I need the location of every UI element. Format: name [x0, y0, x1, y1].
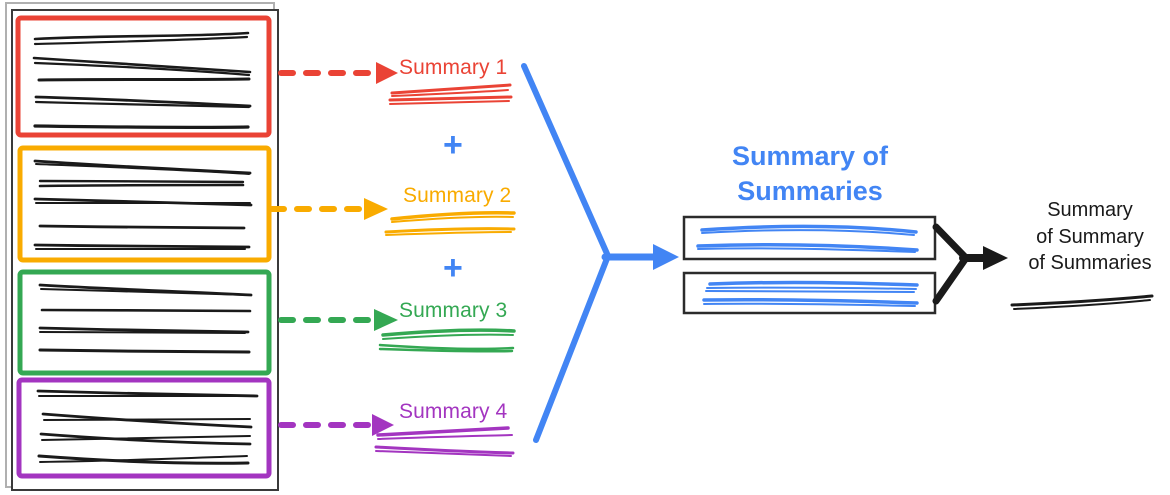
sos-title-line-1: Summary of	[731, 141, 889, 171]
summary-4-label: Summary 4	[399, 400, 508, 423]
sos-box-2[interactable]	[682, 271, 937, 315]
dashed-arrow-purple	[278, 414, 394, 436]
chunk-2[interactable]	[17, 145, 272, 263]
sos-title-line-2: Summaries	[737, 175, 883, 206]
dashed-arrow-green	[278, 309, 398, 331]
chunk-3-text-lines	[38, 283, 253, 354]
final-line-2: of Summary	[1036, 225, 1144, 248]
sos-box-1-scribble	[696, 224, 919, 253]
summary-4-scribble	[374, 426, 515, 457]
summary-3-scribble	[378, 328, 516, 353]
sos-box-1[interactable]	[682, 215, 937, 261]
chunk-1[interactable]	[15, 15, 272, 138]
summary-1-label: Summary 1	[399, 56, 508, 79]
summary-of-summaries-title: Summary of Summaries	[690, 139, 930, 208]
chunk-2-text-lines	[33, 159, 253, 251]
chunk-4[interactable]	[16, 377, 272, 479]
summary-1-scribble	[388, 83, 513, 105]
chunk-4-border	[16, 377, 272, 479]
chunk-1-border	[15, 15, 272, 138]
source-document	[5, 2, 279, 491]
chunk-2-border	[17, 145, 272, 263]
final-output-label: Summary of Summary of Summaries	[1000, 197, 1170, 277]
merge-arrow-blue	[521, 63, 679, 443]
dashed-arrow-orange	[269, 198, 388, 220]
final-output-scribble	[1010, 294, 1154, 310]
summary-2-label: Summary 2	[403, 184, 512, 207]
final-line-3: of Summaries	[1028, 252, 1152, 275]
chunk-3-border	[17, 269, 272, 376]
final-line-1: Summary	[1047, 199, 1133, 221]
chunk-4-text-lines	[36, 389, 259, 465]
plus-operator-1: +	[443, 126, 463, 164]
plus-operator-2: +	[443, 249, 463, 287]
summary-3-label: Summary 3	[399, 299, 508, 322]
chunk-1-text-lines	[32, 31, 252, 130]
merge-arrow-black	[932, 223, 1008, 305]
dashed-arrow-red	[278, 62, 398, 84]
chunk-3[interactable]	[17, 269, 272, 376]
sos-box-2-scribble	[702, 280, 919, 307]
summary-2-scribble	[384, 211, 516, 236]
